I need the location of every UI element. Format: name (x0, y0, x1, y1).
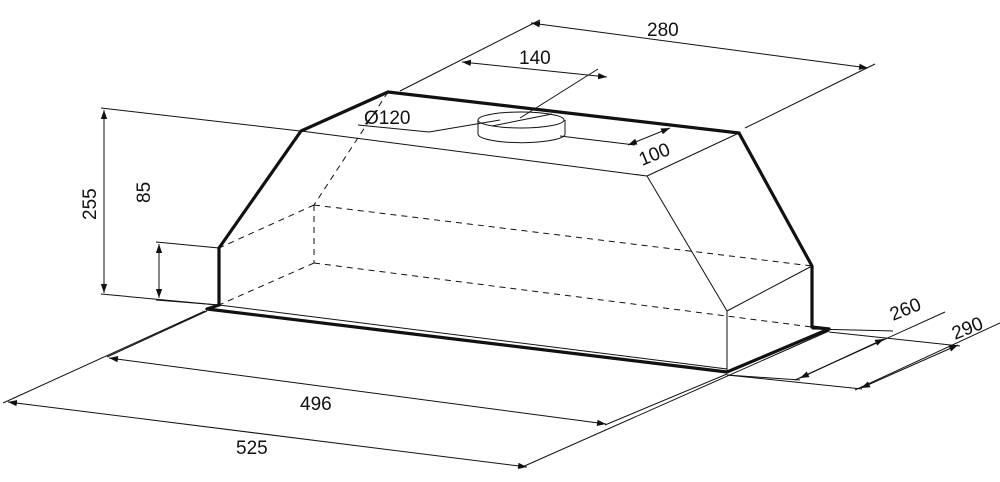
hood-outline-right (737, 131, 814, 329)
dim-line-260 (799, 338, 885, 379)
label-290: 290 (949, 313, 986, 344)
hidden-edge (313, 91, 389, 206)
hood-front-top-edge (300, 130, 648, 177)
dim-line-525 (7, 399, 528, 470)
hood-bottom-edge (205, 307, 831, 374)
hood-body (205, 90, 831, 374)
label-diameter-120: Ø120 (364, 108, 410, 129)
label-85: 85 (134, 182, 155, 203)
dim-line-280 (530, 21, 869, 70)
label-496: 496 (300, 394, 332, 415)
dim-line-290 (860, 344, 959, 389)
label-280: 280 (647, 20, 679, 41)
dim-line-100 (627, 127, 671, 146)
label-525: 525 (236, 438, 268, 459)
dim-line-140 (461, 59, 608, 80)
label-255: 255 (80, 188, 101, 220)
dimension-lines (2, 19, 1000, 470)
label-260: 260 (887, 294, 924, 325)
duct-collar (477, 111, 566, 144)
dim-line-496 (108, 356, 607, 426)
dimension-labels: 280 140 Ø120 100 255 85 496 525 260 290 (80, 20, 986, 459)
label-140: 140 (519, 48, 551, 69)
